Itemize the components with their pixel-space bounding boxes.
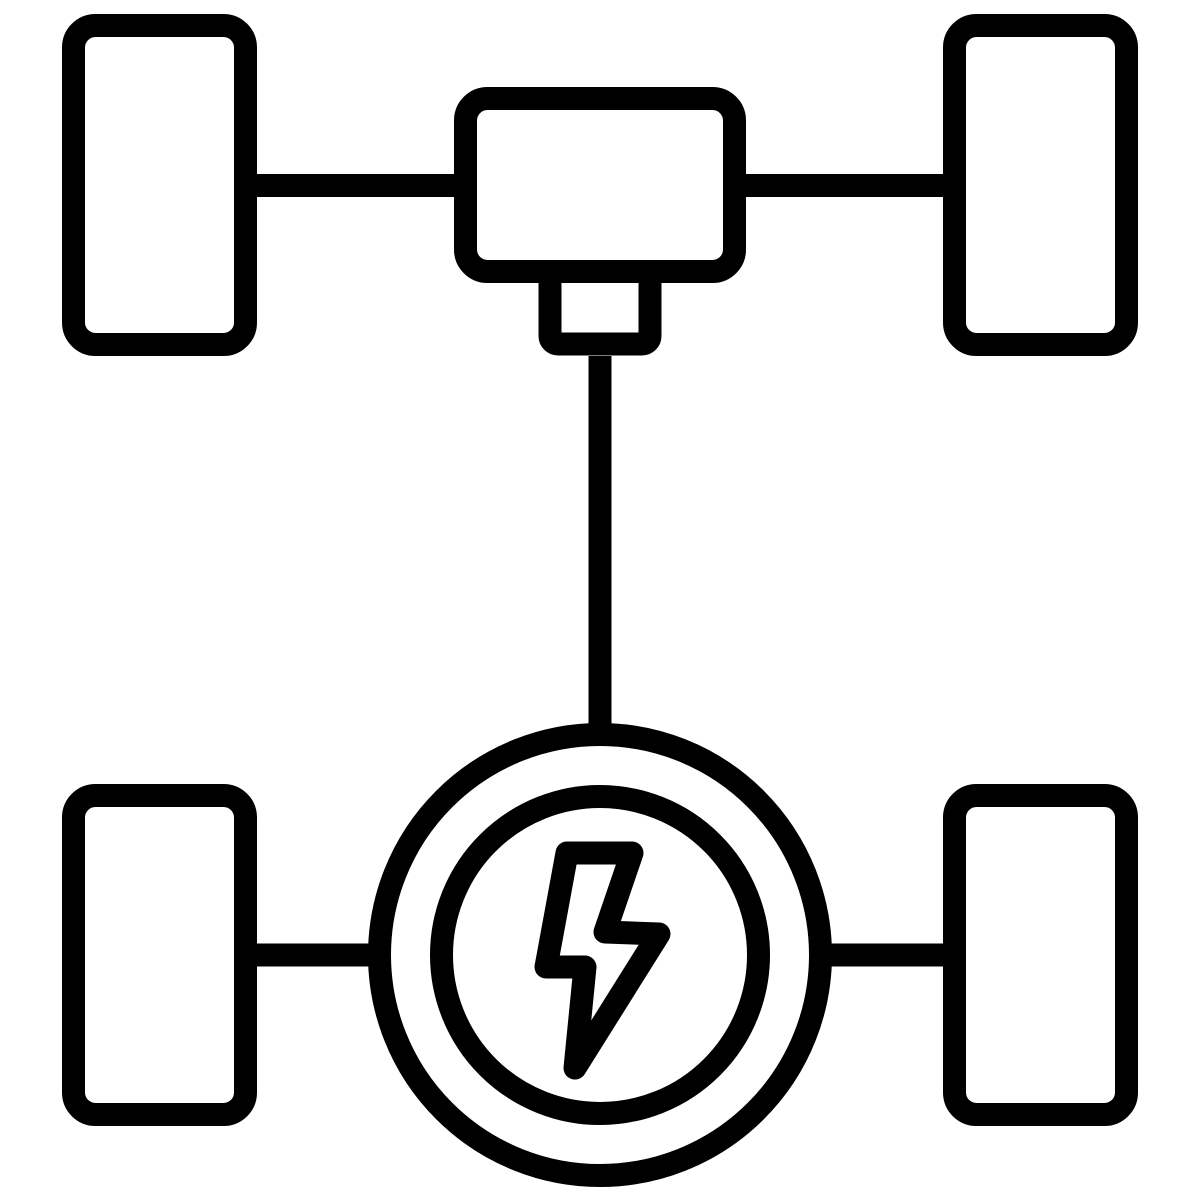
differential-coupling — [538, 272, 662, 356]
motor-outer-ring — [368, 723, 832, 1187]
wheel-front-left — [62, 14, 257, 356]
wheel-rear-right — [943, 784, 1138, 1126]
differential-box — [454, 87, 746, 283]
lightning-bolt-icon — [534, 841, 671, 1080]
motor-inner-ring — [430, 785, 770, 1125]
wheel-front-right — [943, 14, 1138, 356]
wheel-rear-left — [62, 784, 257, 1126]
